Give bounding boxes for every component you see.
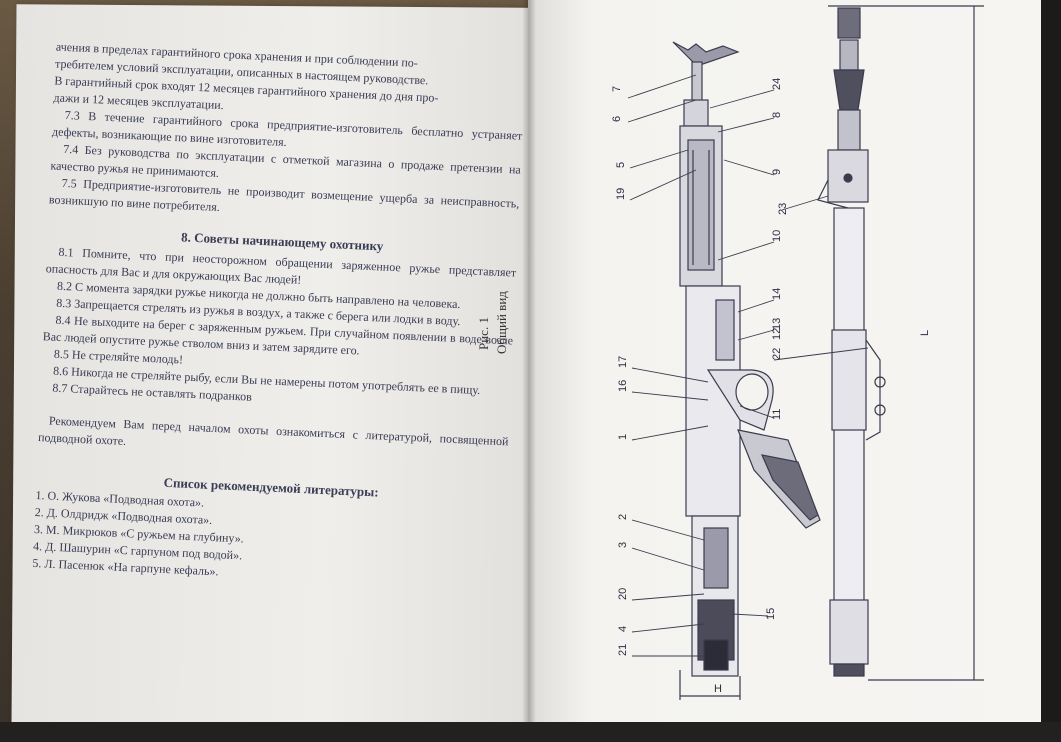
right-page	[528, 0, 1048, 724]
left-page-text: ачения в пределах гарантийного срока хра…	[32, 38, 526, 593]
part-number: 2	[617, 514, 629, 520]
part-number: 3	[617, 542, 629, 548]
part-number: 4	[617, 626, 629, 632]
part-number: 9	[771, 169, 783, 175]
recommendation: Рекомендуем Вам перед началом охоты озна…	[37, 413, 509, 449]
rod-shape	[691, 61, 703, 103]
part-number: 11	[771, 409, 783, 420]
part-number: 19	[615, 188, 627, 200]
part-number: 22	[771, 348, 783, 360]
part-number: 23	[777, 203, 789, 215]
part-number-labels: 7 6 24 8 5 19 9 23 10 14 13 12 22 17 16 …	[611, 78, 789, 656]
figure-caption-number: Рис. 1	[476, 317, 491, 350]
part-number: 17	[617, 356, 629, 368]
part-number: 15	[765, 608, 777, 620]
part-number: 16	[617, 380, 629, 392]
part-number: 8	[771, 112, 783, 118]
table-edge-right	[1041, 0, 1061, 742]
part-number: 1	[617, 434, 629, 440]
part-number: 10	[771, 230, 783, 242]
table-edge-bottom	[0, 722, 1061, 742]
left-page: ачения в пределах гарантийного срока хра…	[11, 4, 537, 726]
part-number: 7	[611, 86, 623, 92]
part-number: 14	[771, 288, 783, 300]
part-number: 20	[617, 588, 629, 600]
speargun-drawing: 7 6 24 8 5 19 9 23 10 14 13 12 22 17 16 …	[611, 5, 984, 700]
part-number: 12	[771, 328, 783, 340]
part-number: 24	[771, 78, 783, 90]
page-gutter	[522, 0, 536, 724]
t-handle-shape	[672, 41, 740, 65]
figure-caption-title: Общий вид	[494, 291, 509, 354]
dimension-label-l: L	[919, 330, 931, 336]
dimension-label-h: H	[714, 683, 722, 695]
part-number: 21	[617, 644, 629, 656]
part-number: 6	[611, 116, 623, 122]
part-number: 13	[771, 318, 783, 330]
part-number: 5	[615, 162, 627, 168]
